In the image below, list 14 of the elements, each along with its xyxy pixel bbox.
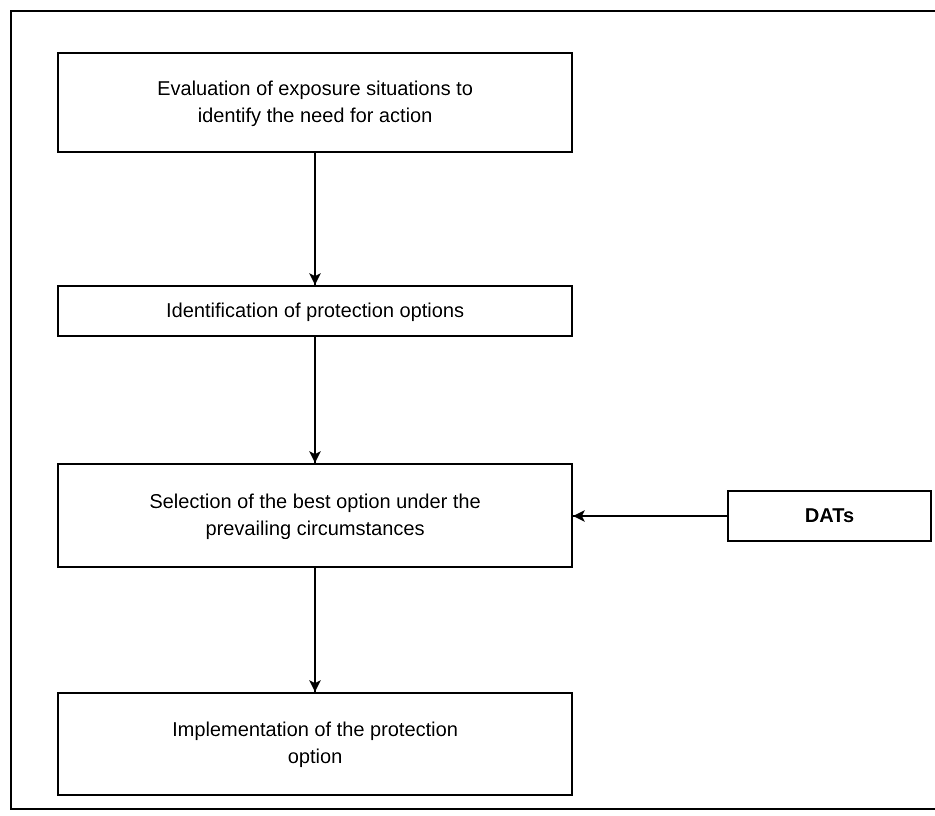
arrow [309,568,321,692]
box-label: Identification of protection options [166,298,464,324]
arrow [309,153,321,285]
process-box [57,52,573,153]
process-box [57,692,573,796]
arrow [309,337,321,463]
process-box [57,463,573,568]
process-box [727,490,932,542]
box-label: Selection of the best option under the prevailing circumstances [148,490,482,542]
box-label: Evaluation of exposure situations to identify the need for action [156,76,474,128]
box-label: DATs [804,504,854,528]
box-label: Implementation of the protection option [171,718,459,770]
process-box [57,285,573,337]
arrow [573,510,727,522]
